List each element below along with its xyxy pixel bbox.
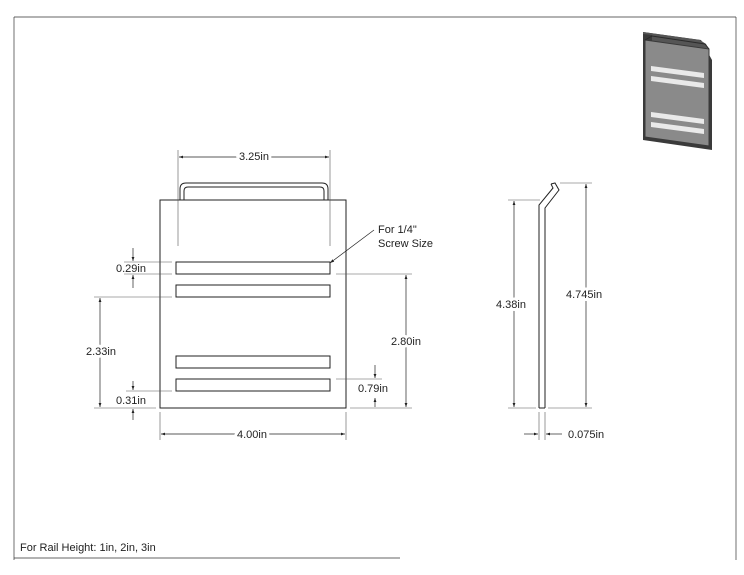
dim-slot-height: 0.29in — [116, 263, 146, 275]
dim-lower-slot-offset: 0.79in — [358, 383, 388, 395]
dim-bottom-width: 4.00in — [237, 429, 267, 441]
dim-top-width: 3.25in — [239, 151, 269, 163]
side-profile — [538, 182, 560, 408]
part-preview-image — [643, 32, 712, 150]
dim-height-inner: 4.38in — [496, 299, 526, 311]
front-view: 3.25in 4.00in 0.29in 2.33in 0.31in 2.80i… — [83, 148, 433, 444]
dim-height-overall: 4.745in — [566, 289, 602, 301]
dim-slot-span: 2.80in — [391, 336, 421, 348]
dim-bottom-edge: 0.31in — [116, 395, 146, 407]
dim-thickness: 0.075in — [568, 429, 604, 441]
callout-leader — [329, 229, 375, 264]
rail-height-note: For Rail Height: 1in, 2in, 3in — [20, 542, 156, 554]
callout-line2: Screw Size — [378, 238, 433, 250]
callout-line1: For 1/4" — [378, 224, 417, 236]
slot-1 — [175, 261, 331, 275]
front-hook — [179, 182, 329, 200]
slot-4 — [175, 378, 331, 392]
slot-3 — [175, 355, 331, 369]
sheet-border — [13, 16, 737, 560]
dim-slot-to-bottom: 2.33in — [86, 346, 116, 358]
front-plate — [159, 199, 347, 409]
side-view: 4.38in 4.745in 0.075in — [493, 182, 605, 441]
slot-2 — [175, 284, 331, 298]
